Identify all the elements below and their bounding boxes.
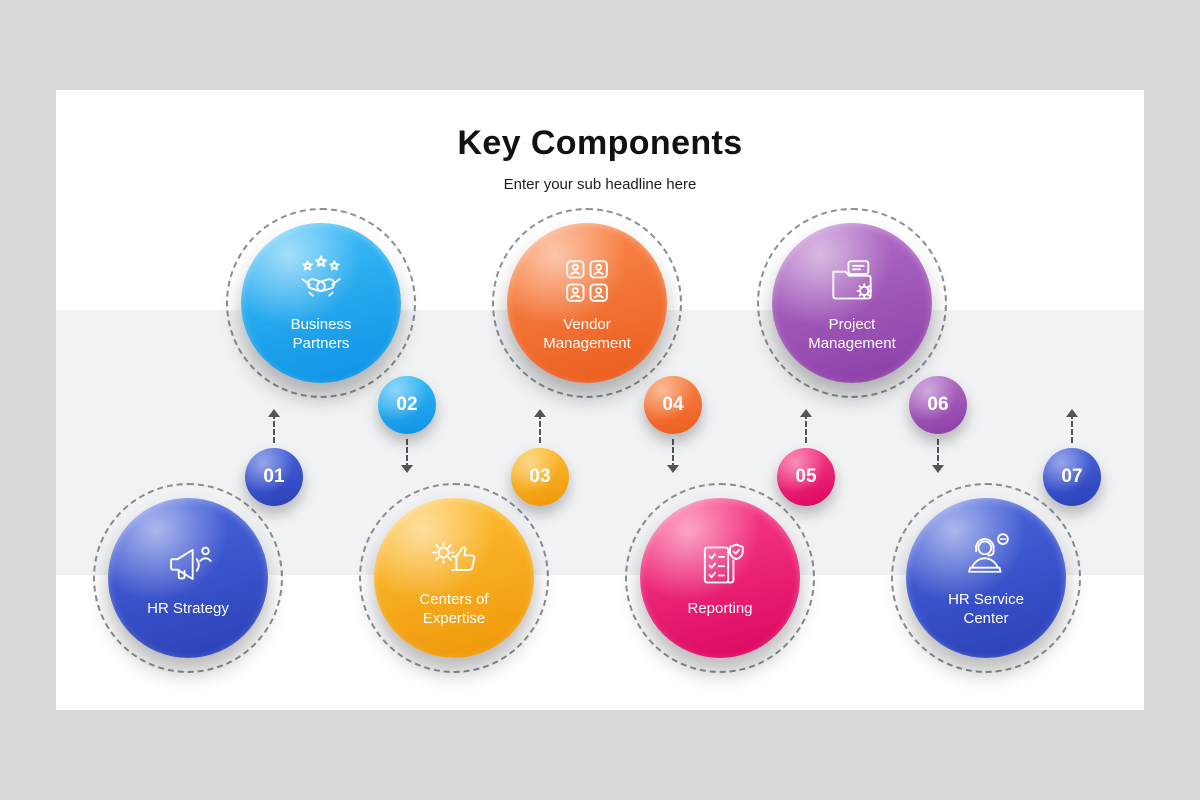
checklist-shield-icon xyxy=(692,537,748,593)
dashed-ring xyxy=(359,483,549,673)
step-number-badge: 01 xyxy=(245,448,303,506)
arrow-down-icon xyxy=(667,436,679,473)
component-label: HR Service Center xyxy=(948,590,1024,627)
component-circle: Business Partners xyxy=(241,223,401,383)
arrow-up-icon xyxy=(268,409,280,446)
arrow-up-icon xyxy=(534,409,546,446)
component-circle: Reporting xyxy=(640,498,800,658)
component-circle: Centers of Expertise xyxy=(374,498,534,658)
slide-header: Key Components Enter your sub headline h… xyxy=(56,124,1144,193)
page-subtitle: Enter your sub headline here xyxy=(503,176,697,193)
component-circle: HR Service Center xyxy=(906,498,1066,658)
component-label: HR Strategy xyxy=(147,600,229,618)
folder-gear-icon xyxy=(824,253,880,309)
dashed-ring xyxy=(757,208,947,398)
step-number-badge: 03 xyxy=(511,448,569,506)
component-circle: HR Strategy xyxy=(108,498,268,658)
dashed-ring xyxy=(226,208,416,398)
step-number-badge: 07 xyxy=(1043,448,1101,506)
component-circle: Vendor Management xyxy=(507,223,667,383)
slide-canvas: Key Components Enter your sub headline h… xyxy=(56,90,1144,710)
component-label: Vendor Management xyxy=(543,315,631,352)
handshake-stars-icon xyxy=(293,253,349,309)
megaphone-icon xyxy=(160,537,216,593)
component-label: Centers of Expertise xyxy=(419,590,489,627)
step-number-badge: 02 xyxy=(378,376,436,434)
component-label: Business Partners xyxy=(290,315,352,352)
step-number-badge: 06 xyxy=(909,376,967,434)
arrow-up-icon xyxy=(800,409,812,446)
support-agent-icon xyxy=(958,528,1014,584)
team-grid-icon xyxy=(559,253,615,309)
page-title: Key Components xyxy=(457,124,743,162)
arrow-up-icon xyxy=(1066,409,1078,446)
component-circle: Project Management xyxy=(772,223,932,383)
component-label: Project Management xyxy=(808,315,896,352)
dashed-ring xyxy=(625,483,815,673)
component-label: Reporting xyxy=(687,600,753,618)
dashed-ring xyxy=(93,483,283,673)
arrow-down-icon xyxy=(932,436,944,473)
step-number-badge: 04 xyxy=(644,376,702,434)
dashed-ring xyxy=(891,483,1081,673)
dashed-ring xyxy=(492,208,682,398)
step-number-badge: 05 xyxy=(777,448,835,506)
arrow-down-icon xyxy=(401,436,413,473)
thumbs-up-gear-icon xyxy=(426,528,482,584)
